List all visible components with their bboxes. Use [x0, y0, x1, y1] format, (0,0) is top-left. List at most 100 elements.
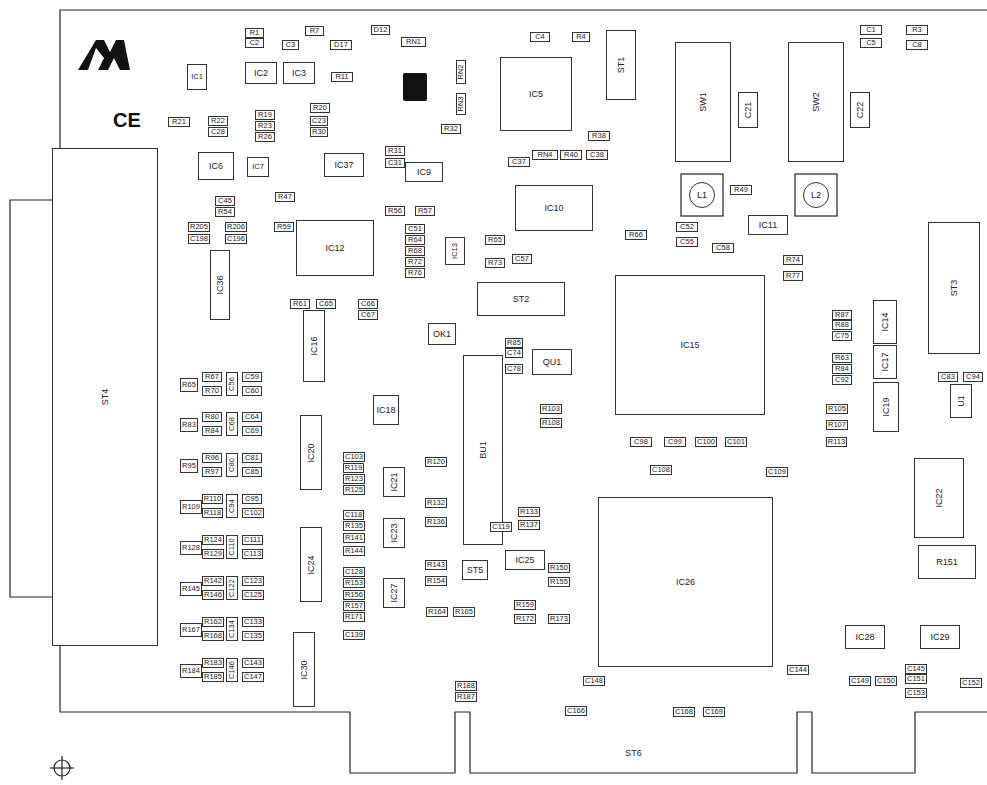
part-reference: IC14	[881, 312, 890, 331]
part-reference: R57	[418, 207, 432, 215]
component-outline: C118	[343, 510, 364, 520]
component-outline: R153	[343, 578, 365, 588]
component-outline: C74	[505, 348, 523, 358]
component-outline: C110	[226, 535, 238, 559]
component-outline: R19	[255, 110, 275, 120]
component-outline: C8	[906, 40, 928, 50]
component-outline: R88	[832, 320, 852, 330]
part-reference: R65	[488, 236, 502, 244]
component-outline: C66	[358, 299, 378, 309]
part-reference: OK1	[433, 330, 451, 339]
component-outline: IC2	[245, 62, 277, 84]
part-reference: C55	[680, 238, 694, 246]
component-outline: IC5	[500, 57, 572, 131]
component-outline: C78	[505, 364, 523, 374]
component-outline: R32	[441, 124, 461, 134]
part-reference: R110	[204, 495, 221, 503]
component-outline: C38	[586, 150, 608, 160]
part-reference: C83	[941, 373, 955, 381]
part-reference: C56	[228, 377, 236, 391]
part-reference: C45	[218, 197, 232, 205]
component-outline: R167	[180, 623, 202, 637]
part-reference: R167	[182, 626, 200, 634]
part-reference: R129	[204, 550, 222, 558]
part-reference: C146	[228, 661, 236, 679]
component-outline: OK1	[428, 323, 456, 345]
part-reference: IC26	[676, 578, 695, 587]
part-reference: C100	[697, 438, 715, 446]
component-outline: R49	[730, 185, 752, 195]
component-outline: C139	[343, 630, 365, 640]
component-outline: C135	[242, 631, 264, 641]
part-reference: IC22	[935, 488, 944, 507]
component-outline: C109	[766, 467, 788, 477]
part-reference: R168	[204, 632, 222, 640]
part-reference: C144	[789, 666, 807, 674]
component-outline: R105	[826, 404, 848, 414]
component-outline: IC37	[324, 153, 364, 177]
component-outline: R76	[405, 268, 425, 278]
part-reference: C75	[835, 332, 849, 340]
component-outline: R129	[202, 549, 224, 559]
part-reference: R120	[427, 458, 445, 466]
part-reference: C143	[244, 659, 262, 667]
part-reference: C109	[768, 468, 786, 476]
component-outline: C80	[226, 453, 238, 477]
part-reference: R142	[204, 577, 222, 585]
part-reference: R143	[427, 561, 445, 569]
part-reference: R61	[293, 300, 307, 308]
component-outline: C65	[316, 299, 336, 309]
component-outline: R96	[202, 453, 222, 463]
part-reference: IC10	[544, 204, 563, 213]
part-reference: C74	[507, 349, 521, 357]
component-outline: C168	[673, 707, 695, 717]
component-outline: R109	[180, 500, 202, 514]
part-reference: R74	[786, 256, 800, 264]
component-outline: RN1	[401, 37, 426, 47]
part-reference: C149	[851, 677, 869, 685]
part-reference: C67	[361, 311, 375, 319]
component-outline: R3	[906, 25, 928, 35]
part-reference: R96	[205, 454, 219, 462]
component-outline: R103	[540, 404, 562, 414]
component-outline: R141	[343, 533, 365, 543]
part-reference: C118	[345, 511, 362, 519]
part-reference: IC13	[451, 243, 459, 259]
part-reference: C103	[345, 453, 363, 461]
part-reference: C134	[228, 620, 236, 638]
component-outline: C2	[245, 38, 264, 48]
part-reference: C5	[866, 39, 876, 47]
part-reference: R85	[507, 339, 521, 347]
component-outline: R31	[385, 146, 405, 156]
part-reference: R77	[786, 272, 800, 280]
part-reference: ST2	[513, 295, 530, 304]
component-outline: R125	[343, 485, 365, 495]
part-reference: R185	[204, 673, 222, 681]
component-outline: R185	[202, 672, 224, 682]
part-reference: R20	[313, 104, 327, 112]
component-outline: C103	[343, 452, 365, 462]
part-reference: R133	[520, 508, 538, 516]
part-reference: IC2	[254, 69, 268, 78]
component-outline: R38	[588, 131, 610, 141]
component-outline: R157	[343, 601, 365, 611]
part-reference: IC7	[252, 163, 264, 171]
component-outline: ST1	[606, 30, 636, 100]
component-outline: R143	[425, 560, 447, 570]
component-outline: R142	[202, 576, 224, 586]
component-outline: L1	[689, 182, 715, 208]
part-reference: D17	[334, 41, 348, 49]
component-outline: IC23	[383, 518, 405, 548]
part-reference: C102	[244, 509, 262, 517]
component-outline: R151	[918, 545, 976, 579]
component-outline: C64	[242, 412, 262, 422]
component-outline: R56	[385, 206, 405, 216]
part-reference: IC16	[310, 336, 319, 355]
component-outline: R128	[180, 541, 202, 555]
part-reference: R165	[455, 608, 473, 616]
component-outline: C150	[875, 676, 897, 686]
part-reference: R30	[312, 128, 326, 136]
part-reference: C38	[590, 151, 604, 159]
part-reference: R119	[345, 464, 362, 472]
part-reference: C108	[652, 466, 670, 474]
